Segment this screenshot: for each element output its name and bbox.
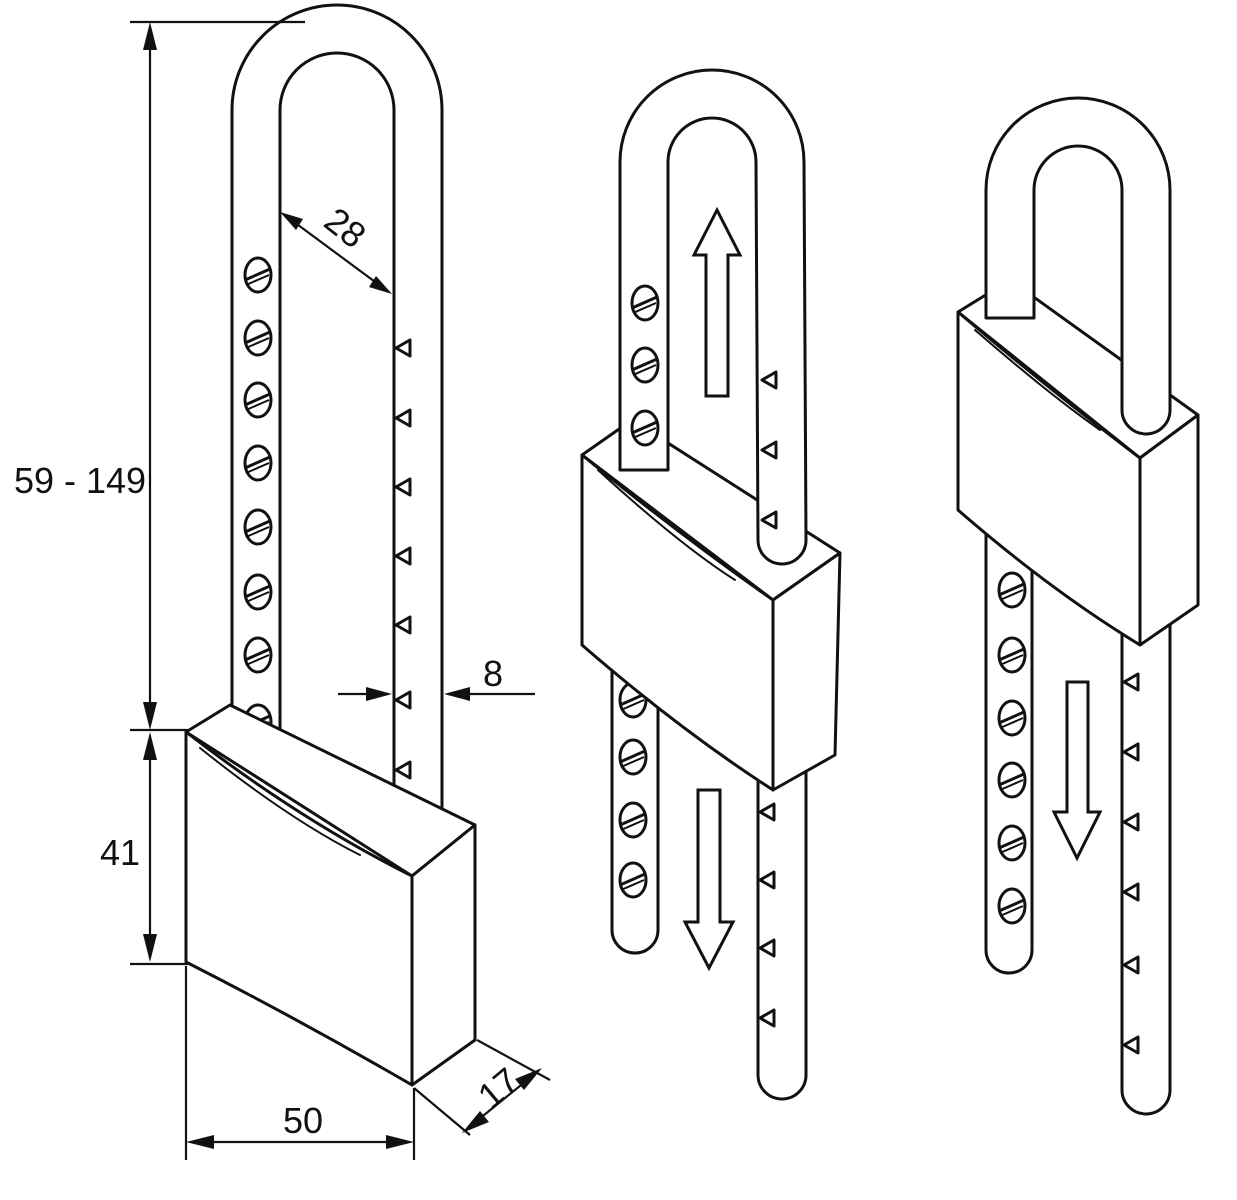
dimension-shackle-height: 59 - 149 [14,20,305,732]
body-width-label: 50 [283,1100,323,1141]
padlock-adjusted [956,96,1200,1116]
lock-body [184,703,477,1087]
shackle-diameter-label: 8 [483,653,503,694]
dimension-body-width: 50 [184,966,416,1160]
arrow-up-icon [691,206,743,398]
dimension-shackle-diameter: 8 [338,653,535,701]
body-depth-label: 17 [470,1060,527,1117]
shackle-width-label: 28 [317,199,374,256]
dimension-body-height: 41 [100,732,188,966]
padlock-dimensioned [184,3,477,1087]
arrow-down-icon [1051,680,1103,862]
body-height-label: 41 [100,832,140,873]
arrow-down-icon [682,788,736,972]
shackle-height-label: 59 - 149 [14,460,146,501]
padlock-adjusting [580,68,842,1101]
dimension-shackle-inner-width: 28 [280,199,392,294]
screw-row-upper-2 [630,284,660,447]
